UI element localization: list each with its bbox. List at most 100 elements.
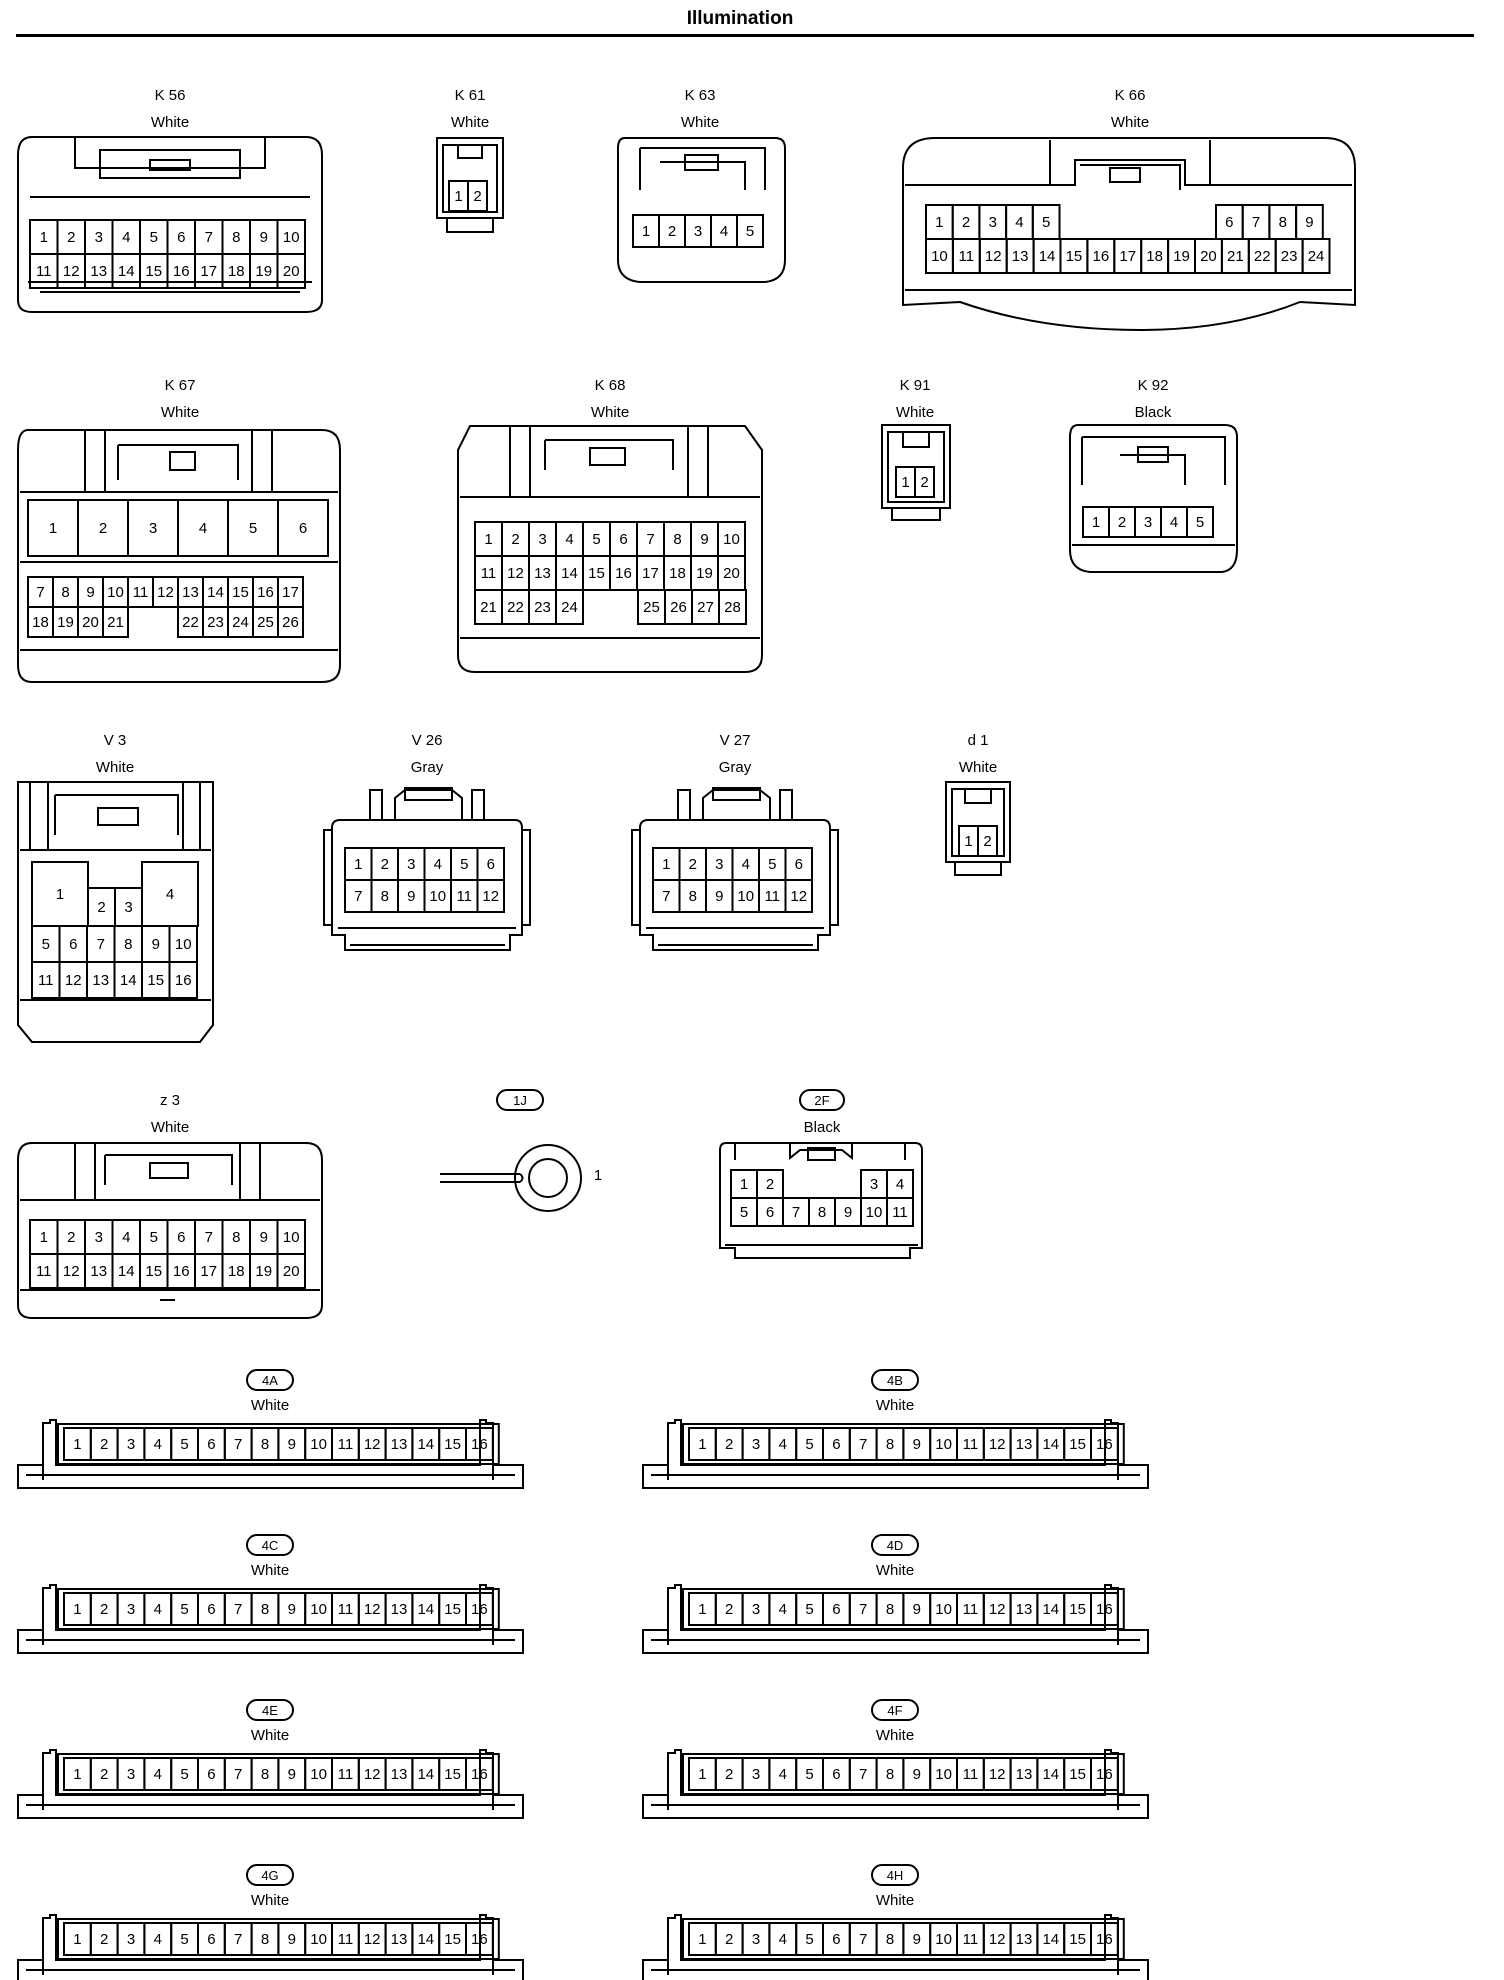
connector-color: White	[876, 1892, 914, 1909]
pin-label: 5	[180, 1766, 188, 1783]
pin-label: 5	[150, 229, 158, 246]
connector-color: White	[876, 1562, 914, 1579]
pin-label: 13	[534, 565, 551, 582]
pin-label: 16	[471, 1931, 488, 1948]
connector-color: Black	[1135, 404, 1172, 421]
connector-id: K 68	[595, 377, 626, 394]
pin-label: 16	[173, 1263, 190, 1280]
connector-id: K 92	[1138, 377, 1169, 394]
connector-color: White	[151, 114, 189, 131]
pin-label: 4	[166, 886, 174, 903]
page-title: Illumination	[686, 8, 794, 29]
pin-label: 5	[42, 936, 50, 953]
pin-label: 14	[561, 565, 578, 582]
latch	[84, 430, 273, 492]
pin-label: 14	[1039, 248, 1056, 265]
pin-label: 5	[805, 1766, 813, 1783]
pin-label: 3	[752, 1931, 760, 1948]
pin-label: 2	[983, 833, 991, 850]
pin-label: 3	[1144, 514, 1152, 531]
pin-label: 9	[288, 1766, 296, 1783]
pin-label: 24	[561, 599, 578, 616]
pin-label: 2	[725, 1931, 733, 1948]
pin-label: 4	[1170, 514, 1178, 531]
pin-label: 1	[73, 1931, 81, 1948]
connector-id: K 67	[165, 377, 196, 394]
pin-label: 3	[752, 1601, 760, 1618]
connector-color: White	[876, 1727, 914, 1744]
pin-label: 1	[698, 1766, 706, 1783]
pin-frame	[682, 1753, 1125, 1795]
pin-cell	[102, 606, 129, 638]
pin-label: 5	[740, 1204, 748, 1221]
pin-label: 2	[962, 214, 970, 231]
pin-cell	[476, 879, 505, 913]
pin-cell	[736, 214, 764, 248]
pin-label: 15	[1069, 1436, 1086, 1453]
latch	[639, 147, 766, 190]
pin-label: 13	[391, 1436, 408, 1453]
pin-label: 2	[1118, 514, 1126, 531]
pin-label: 8	[818, 1204, 826, 1221]
pin-label: 2	[473, 188, 481, 205]
pin-cell	[1090, 1922, 1119, 1956]
connector-color: White	[681, 114, 719, 131]
pin-label: 2	[100, 1766, 108, 1783]
pin-label: 18	[32, 614, 49, 631]
pin-label: 16	[173, 263, 190, 280]
pin-label: 16	[615, 565, 632, 582]
pin-label: 5	[768, 856, 776, 873]
pin-cell	[886, 1197, 914, 1227]
pin-frame	[682, 1423, 1125, 1465]
connector-1j: 1J 1	[440, 1089, 602, 1212]
pin-label: 12	[989, 1766, 1006, 1783]
connector-housing	[642, 1914, 1149, 1980]
pin-label: 1	[662, 856, 670, 873]
pin-label: 19	[1173, 248, 1190, 265]
pin-label: 17	[642, 565, 659, 582]
pin-frame	[57, 1918, 500, 1960]
pin-frame	[57, 1588, 500, 1630]
pin-cell	[277, 499, 329, 557]
connector-housing	[17, 1914, 524, 1980]
pin-label: 9	[152, 936, 160, 953]
connector-id: K 56	[155, 87, 186, 104]
pin-label: 3	[127, 1436, 135, 1453]
pin-label: 10	[935, 1436, 952, 1453]
connector-color: White	[161, 404, 199, 421]
pin-cell	[465, 1427, 494, 1461]
pin-frame	[682, 1918, 1125, 1960]
connector-id: V 27	[720, 732, 751, 749]
pin-label: 12	[790, 888, 807, 905]
pin-label: 23	[207, 614, 224, 631]
pin-label: 9	[260, 229, 268, 246]
pin-label: 1	[698, 1436, 706, 1453]
pin-label: 2	[511, 531, 519, 548]
connector-housing	[642, 1749, 1149, 1819]
pin-label: 22	[1254, 248, 1271, 265]
pin-label: 17	[200, 1263, 217, 1280]
pin-label: 11	[481, 565, 497, 582]
pin-label: 13	[1016, 1601, 1033, 1618]
pin-label: 10	[931, 248, 948, 265]
pin-label: 16	[1096, 1766, 1113, 1783]
connector-id-pill	[799, 1089, 845, 1111]
pin-label: 12	[63, 263, 80, 280]
pin-label: 2	[725, 1436, 733, 1453]
pin-label: 10	[283, 1229, 300, 1246]
pin-label: 9	[288, 1931, 296, 1948]
connector-housing	[617, 137, 786, 283]
pin-label: 14	[417, 1436, 434, 1453]
connector-id: K 66	[1115, 87, 1146, 104]
pin-label: 13	[1016, 1931, 1033, 1948]
pin-label: 17	[1119, 248, 1136, 265]
pin-label: 15	[232, 584, 249, 601]
